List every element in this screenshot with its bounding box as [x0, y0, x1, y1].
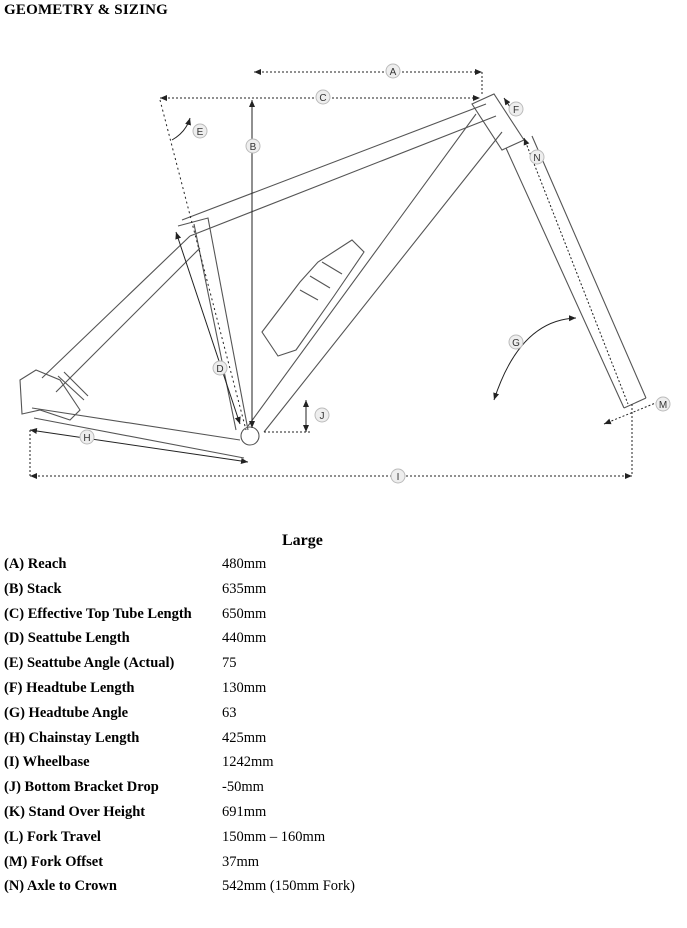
- spec-value: 150mm – 160mm: [222, 828, 326, 845]
- spec-name: (A) Reach: [4, 556, 67, 572]
- spec-value: 75: [222, 655, 237, 672]
- spec-name: (E) Seattube Angle (Actual): [4, 655, 175, 672]
- svg-text:J: J: [320, 411, 325, 422]
- svg-text:M: M: [659, 400, 667, 411]
- dimension-labels: A B C D E F G H I J M N: [79, 63, 671, 484]
- label-b: B: [245, 138, 261, 154]
- label-i: I: [390, 468, 406, 484]
- spec-value: 650mm: [222, 605, 267, 622]
- down-tube: [247, 113, 503, 433]
- svg-text:D: D: [216, 364, 223, 375]
- spec-name: (G) Headtube Angle: [4, 704, 129, 721]
- label-a: A: [385, 63, 401, 79]
- spec-name: (M) Fork Offset: [4, 853, 104, 870]
- svg-text:A: A: [390, 67, 397, 78]
- seat-tube: [177, 217, 249, 431]
- svg-text:H: H: [83, 433, 90, 444]
- svg-text:F: F: [513, 105, 519, 116]
- size-heading: Large: [282, 532, 323, 549]
- spec-value: 542mm (150mm Fork): [222, 878, 355, 895]
- label-f: F: [508, 101, 524, 117]
- spec-value: -50mm: [222, 779, 264, 796]
- bike-frame: [19, 93, 647, 459]
- spec-name: (K) Stand Over Height: [4, 803, 146, 820]
- svg-text:E: E: [197, 127, 204, 138]
- spec-value: 635mm: [222, 580, 267, 597]
- label-d: D: [212, 360, 228, 376]
- spec-value: 440mm: [222, 630, 267, 647]
- label-j: J: [314, 407, 330, 423]
- fork: [505, 135, 647, 409]
- label-c: C: [315, 89, 331, 105]
- chainstay: [31, 407, 245, 459]
- page-title: GEOMETRY & SIZING: [4, 2, 169, 18]
- svg-text:I: I: [397, 472, 400, 483]
- top-tube: [181, 103, 497, 237]
- water-bottle: [261, 239, 365, 357]
- spec-value: 480mm: [222, 556, 267, 572]
- label-e: E: [192, 123, 208, 139]
- spec-name: (C) Effective Top Tube Length: [4, 605, 192, 622]
- seat-stay: [41, 235, 201, 393]
- spec-name: (F) Headtube Length: [4, 679, 135, 696]
- spec-value: 425mm: [222, 729, 267, 746]
- rear-dropout: [19, 369, 81, 421]
- rear-shock: [57, 371, 89, 401]
- spec-name: (J) Bottom Bracket Drop: [4, 779, 159, 796]
- svg-text:B: B: [250, 142, 257, 153]
- spec-name: (I) Wheelbase: [4, 754, 90, 771]
- spec-value: 37mm: [222, 853, 260, 870]
- spec-name: (B) Stack: [4, 580, 62, 597]
- spec-name: (D) Seattube Length: [4, 630, 130, 647]
- bottom-bracket: [240, 426, 260, 446]
- svg-text:C: C: [319, 93, 326, 104]
- label-h: H: [79, 429, 95, 445]
- svg-text:N: N: [533, 153, 540, 164]
- spec-value: 63: [222, 704, 237, 721]
- label-m: M: [655, 396, 671, 412]
- spec-name: (N) Axle to Crown: [4, 878, 117, 895]
- label-n: N: [529, 149, 545, 165]
- spec-value: 1242mm: [222, 754, 274, 771]
- spec-name: (L) Fork Travel: [4, 828, 101, 845]
- spec-value: 130mm: [222, 679, 267, 696]
- spec-value: 691mm: [222, 803, 267, 820]
- spec-name: (H) Chainstay Length: [4, 729, 140, 746]
- frame-geometry-diagram: A B C D E F G H I J M N: [19, 63, 671, 484]
- label-g: G: [508, 334, 524, 350]
- svg-text:G: G: [512, 338, 520, 349]
